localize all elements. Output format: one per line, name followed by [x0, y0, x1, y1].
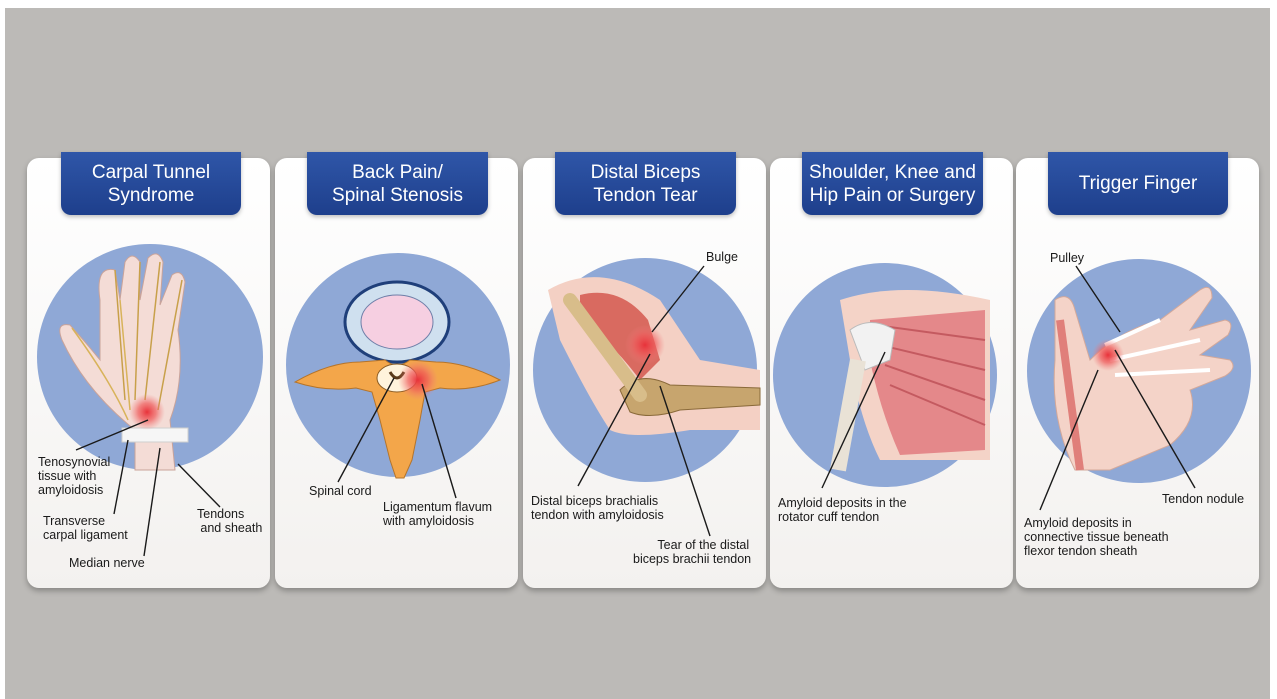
label-median-nerve: Median nerve — [69, 556, 145, 570]
label-line: Transverse — [43, 514, 128, 528]
label-distal-biceps-tendon: Distal biceps brachialis tendon with amy… — [531, 494, 664, 522]
label-amyloid-rotator-cuff: Amyloid deposits in the rotator cuff ten… — [778, 496, 907, 524]
label-tendons-sheath: Tendons and sheath — [197, 507, 262, 535]
label-line: Bulge — [706, 250, 738, 264]
label-line: flexor tendon sheath — [1024, 544, 1169, 558]
label-line: tendon with amyloidosis — [531, 508, 664, 522]
label-line: Pulley — [1050, 251, 1084, 265]
label-line: Spinal cord — [309, 484, 372, 498]
title-distal-biceps: Distal Biceps Tendon Tear — [555, 152, 736, 215]
title-line: Shoulder, Knee and — [802, 161, 983, 184]
label-line: rotator cuff tendon — [778, 510, 907, 524]
label-line: biceps brachii tendon — [633, 552, 751, 566]
label-bulge: Bulge — [706, 250, 738, 264]
label-spinal-cord: Spinal cord — [309, 484, 372, 498]
label-transverse-ligament: Transverse carpal ligament — [43, 514, 128, 542]
label-line: with amyloidosis — [383, 514, 492, 528]
label-line: Tenosynovial — [38, 455, 110, 469]
label-line: tissue with — [38, 469, 110, 483]
label-line: Tendon nodule — [1162, 492, 1244, 506]
title-line: Syndrome — [61, 184, 241, 207]
title-trigger-finger: Trigger Finger — [1048, 152, 1228, 215]
title-line: Trigger Finger — [1048, 172, 1228, 195]
label-line: Tear of the distal — [633, 538, 751, 552]
label-line: Tendons — [197, 507, 262, 521]
title-line: Back Pain/ — [307, 161, 488, 184]
finger-illustration — [1027, 259, 1251, 483]
title-line: Hip Pain or Surgery — [802, 184, 983, 207]
label-line: carpal ligament — [43, 528, 128, 542]
title-line: Carpal Tunnel — [61, 161, 241, 184]
label-amyloid-connective-tissue: Amyloid deposits in connective tissue be… — [1024, 516, 1169, 558]
label-line: Ligamentum flavum — [383, 500, 492, 514]
label-line: connective tissue beneath — [1024, 530, 1169, 544]
elbow-illustration — [533, 258, 760, 482]
label-tenosynovial: Tenosynovial tissue with amyloidosis — [38, 455, 110, 497]
label-tendon-nodule: Tendon nodule — [1162, 492, 1244, 506]
vertebra-illustration — [286, 253, 510, 478]
label-ligamentum-flavum: Ligamentum flavum with amyloidosis — [383, 500, 492, 528]
hand-wrist-illustration — [37, 244, 263, 470]
title-spinal-stenosis: Back Pain/ Spinal Stenosis — [307, 152, 488, 215]
title-line: Spinal Stenosis — [307, 184, 488, 207]
label-tear-distal-biceps: Tear of the distal biceps brachii tendon — [633, 538, 751, 566]
label-line: amyloidosis — [38, 483, 110, 497]
label-line: Distal biceps brachialis — [531, 494, 664, 508]
label-line: Amyloid deposits in the — [778, 496, 907, 510]
title-carpal-tunnel: Carpal Tunnel Syndrome — [61, 152, 241, 215]
title-line: Distal Biceps — [555, 161, 736, 184]
title-shoulder-knee-hip: Shoulder, Knee and Hip Pain or Surgery — [802, 152, 983, 215]
label-line: and sheath — [197, 521, 262, 535]
shoulder-illustration — [773, 263, 997, 487]
title-line: Tendon Tear — [555, 184, 736, 207]
label-line: Median nerve — [69, 556, 145, 570]
label-pulley: Pulley — [1050, 251, 1084, 265]
label-line: Amyloid deposits in — [1024, 516, 1169, 530]
